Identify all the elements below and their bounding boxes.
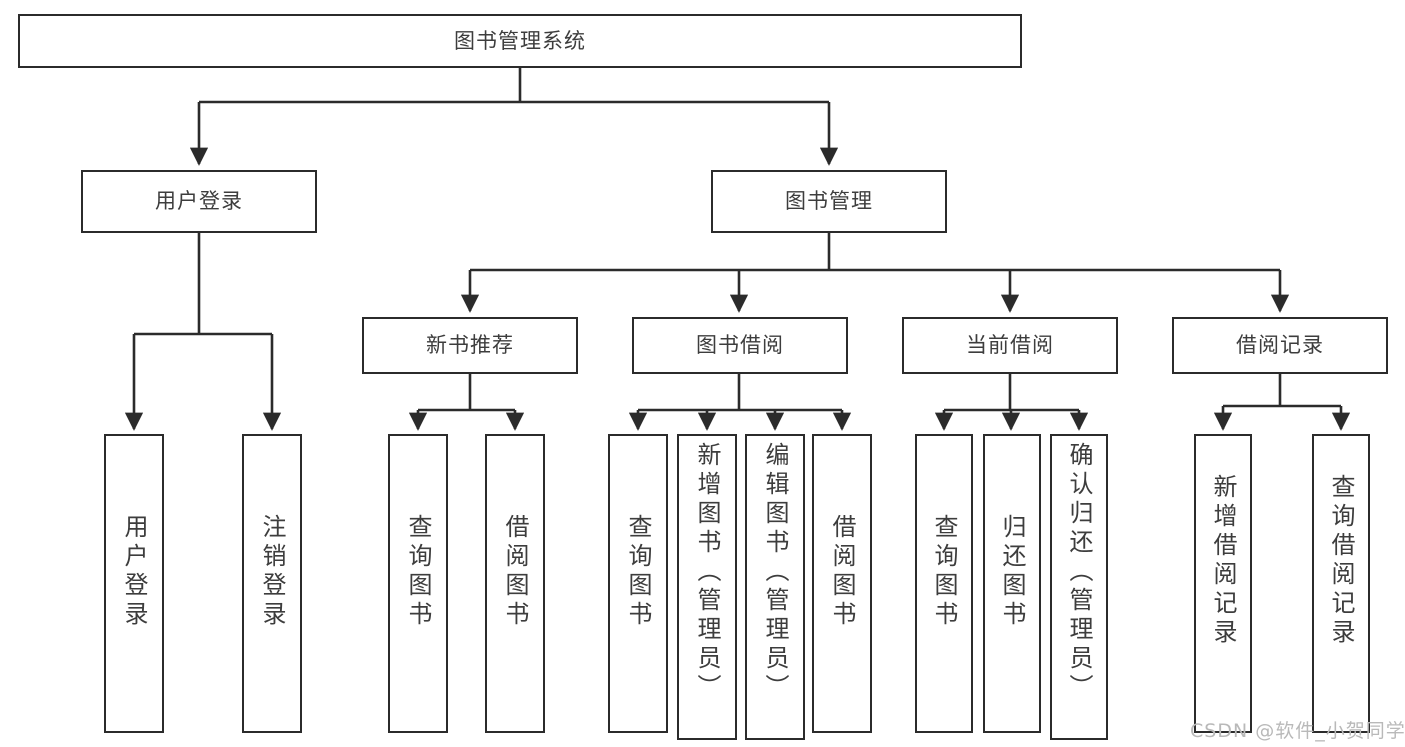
node-book-borrow[interactable]: 图书借阅 bbox=[632, 317, 848, 374]
leaf-confirm-return-admin[interactable]: 确认归还（管理员） bbox=[1050, 434, 1108, 740]
watermark-text: CSDN @软件_小贺同学 bbox=[1190, 720, 1405, 742]
node-label: 用户登录 bbox=[120, 514, 148, 630]
leaf-user-login[interactable]: 用户登录 bbox=[104, 434, 164, 733]
node-label: 查询图书 bbox=[404, 514, 432, 630]
node-label: 当前借阅 bbox=[966, 333, 1054, 358]
leaf-add-borrow-record[interactable]: 新增借阅记录 bbox=[1194, 434, 1252, 733]
node-label: 图书借阅 bbox=[696, 333, 784, 358]
leaf-query-book-current[interactable]: 查询图书 bbox=[915, 434, 973, 733]
node-label: 归还图书 bbox=[998, 514, 1026, 630]
node-label: 借阅图书 bbox=[828, 514, 856, 630]
node-label: 借阅图书 bbox=[501, 514, 529, 630]
leaf-return-book[interactable]: 归还图书 bbox=[983, 434, 1041, 733]
node-label: 图书管理系统 bbox=[454, 28, 586, 53]
node-label: 查询借阅记录 bbox=[1327, 474, 1355, 648]
node-label: 查询图书 bbox=[624, 514, 652, 630]
node-label: 新增借阅记录 bbox=[1209, 474, 1237, 648]
leaf-query-borrow-record[interactable]: 查询借阅记录 bbox=[1312, 434, 1370, 733]
node-current-borrow[interactable]: 当前借阅 bbox=[902, 317, 1118, 374]
leaf-query-book-recommend[interactable]: 查询图书 bbox=[388, 434, 448, 733]
node-new-book-recommend[interactable]: 新书推荐 bbox=[362, 317, 578, 374]
node-label: 新增图书（管理员） bbox=[693, 442, 721, 703]
node-user-login[interactable]: 用户登录 bbox=[81, 170, 317, 233]
node-label: 查询图书 bbox=[930, 514, 958, 630]
node-borrow-record[interactable]: 借阅记录 bbox=[1172, 317, 1388, 374]
node-label: 注销登录 bbox=[258, 514, 286, 630]
leaf-borrow-book-recommend[interactable]: 借阅图书 bbox=[485, 434, 545, 733]
node-root-book-management-system[interactable]: 图书管理系统 bbox=[18, 14, 1022, 68]
node-label: 借阅记录 bbox=[1236, 333, 1324, 358]
node-label: 用户登录 bbox=[155, 189, 243, 214]
node-label: 新书推荐 bbox=[426, 333, 514, 358]
node-book-management[interactable]: 图书管理 bbox=[711, 170, 947, 233]
leaf-borrow-book[interactable]: 借阅图书 bbox=[812, 434, 872, 733]
leaf-edit-book-admin[interactable]: 编辑图书（管理员） bbox=[745, 434, 805, 740]
node-label: 编辑图书（管理员） bbox=[761, 442, 789, 703]
node-label: 图书管理 bbox=[785, 189, 873, 214]
node-label: 确认归还（管理员） bbox=[1065, 442, 1093, 703]
leaf-add-book-admin[interactable]: 新增图书（管理员） bbox=[677, 434, 737, 740]
leaf-logout-login[interactable]: 注销登录 bbox=[242, 434, 302, 733]
leaf-query-book-borrow[interactable]: 查询图书 bbox=[608, 434, 668, 733]
